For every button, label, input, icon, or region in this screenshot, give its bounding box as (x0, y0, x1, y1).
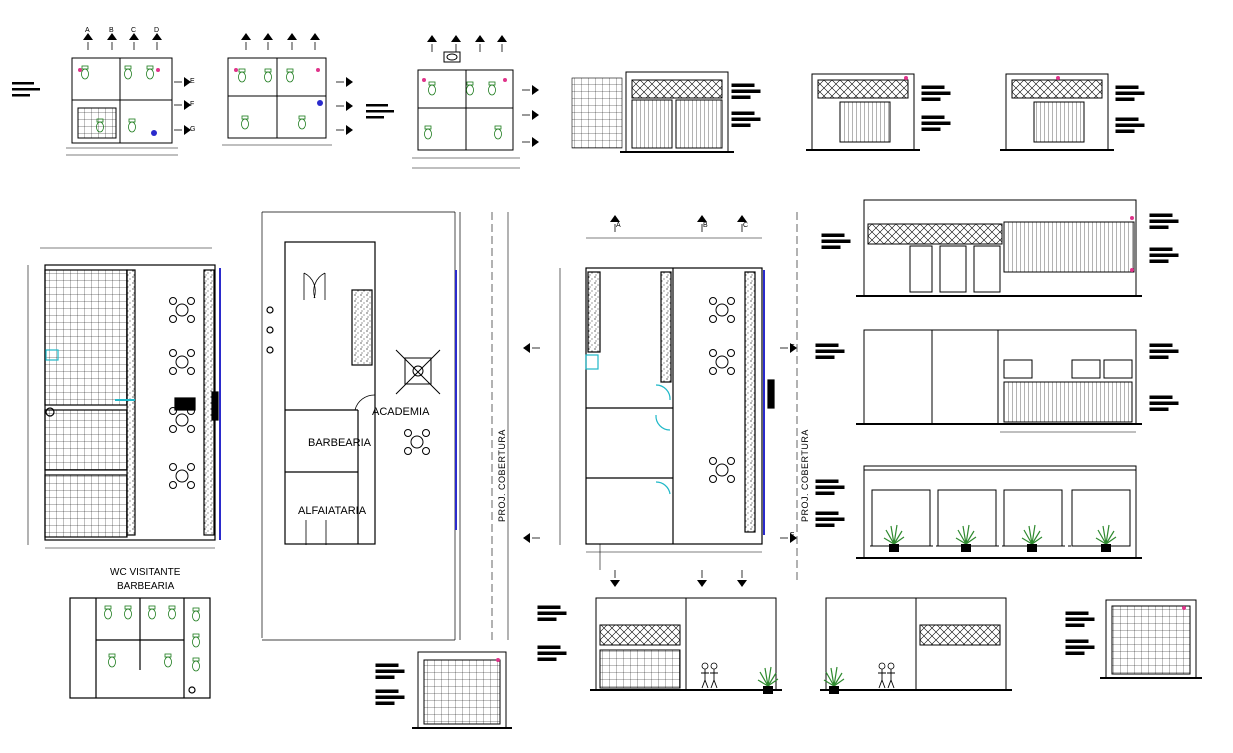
grid-label-main-b: B (703, 222, 708, 229)
plan-small-2-grid-heads (240, 32, 354, 136)
plan-left-tables (169, 297, 195, 489)
gym-equipment (395, 349, 441, 395)
grid-label-main-c: C (743, 222, 749, 229)
room-label-alfaiataria: ALFAIATARIA (298, 505, 367, 517)
elevation-top-1 (620, 71, 761, 153)
grid-label-small-c: C (131, 27, 137, 34)
grid-label-small-a: A (85, 27, 90, 34)
plan-wc-visitante (69, 597, 211, 699)
grid-label-small-d: D (154, 27, 160, 34)
grid-label-main-row-e: E (790, 344, 795, 351)
room-label-barbearia: BARBEARIA (308, 437, 371, 449)
grid-label-row-f: F (190, 101, 195, 108)
elevation-right-2 (815, 329, 1179, 433)
plan-small-1 (66, 57, 178, 156)
elevation-bottom-3 (1065, 599, 1202, 679)
wc-visitante-title: WC VISITANTE (110, 567, 181, 578)
elevation-right-3 (815, 465, 1142, 559)
elevation-bottom-1 (537, 597, 782, 691)
plan-left-large (27, 247, 221, 549)
projection-label-1: PROJ. COBERTURA (497, 429, 507, 522)
plan-center-gym (261, 211, 509, 641)
room-label-academia: ACADEMIA (372, 406, 430, 418)
grid-label-small-b: B (109, 27, 114, 34)
grid-label-row-g: G (190, 126, 196, 133)
grid-label-main-a: A (616, 222, 621, 229)
plan-small-3 (412, 51, 520, 169)
elevation-bottom-small (375, 651, 512, 729)
grid-label-row-e: E (190, 78, 195, 85)
elevation-top-2 (806, 73, 951, 151)
elevation-right-3-plants (883, 524, 1117, 553)
plan-small-2 (222, 57, 332, 146)
wc-visitante-subtitle: BARBEARIA (117, 581, 175, 592)
plan-center-right (559, 212, 798, 580)
elevation-top-3 (1000, 73, 1145, 151)
gym-table (404, 429, 430, 455)
elevation-right-1 (821, 199, 1179, 297)
tile-grid-detail (571, 77, 623, 149)
plan-center-right-grid-heads (522, 214, 798, 588)
elevation-bottom-2 (820, 597, 1012, 691)
plan-center-right-tables (709, 297, 735, 483)
projection-label-2: PROJ. COBERTURA (800, 429, 810, 522)
grid-label-main-row-f: F (790, 532, 795, 539)
